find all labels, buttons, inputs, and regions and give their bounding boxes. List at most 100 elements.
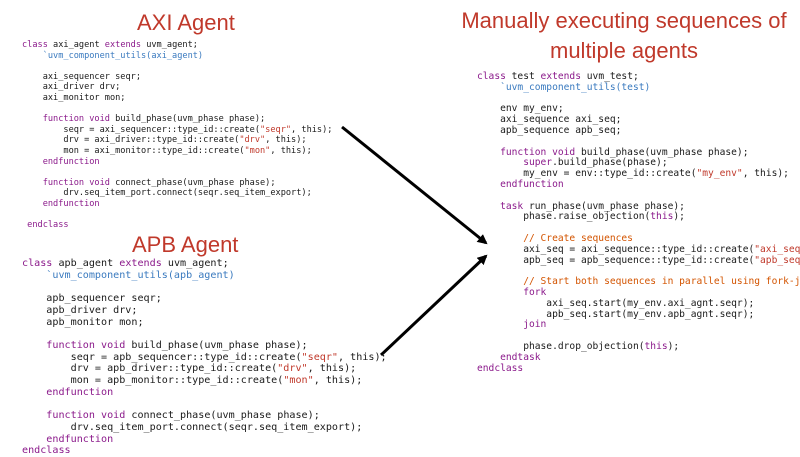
keyword-token: class	[22, 258, 59, 269]
code-line: axi_sequence axi_seq;	[477, 114, 800, 126]
code-line: drv = axi_driver::type_id::create("drv",…	[22, 135, 332, 146]
code-token: apb_seq.start(my_env.apb_agnt.seqr);	[477, 308, 755, 320]
code-line: mon = axi_monitor::type_id::create("mon"…	[22, 146, 332, 157]
test-code: class test extends uvm_test; `uvm_compon…	[477, 71, 800, 375]
code-token: uvm_test;	[586, 71, 639, 82]
test-title-line-2: multiple agents	[550, 38, 698, 63]
code-line: drv.seq_item_port.connect(seqr.seq_item_…	[22, 422, 387, 434]
code-token: connect_phase(uvm_phase phase);	[131, 410, 320, 422]
code-line: apb_driver drv;	[22, 305, 387, 317]
code-token: env my_env;	[477, 103, 564, 115]
code-line: task run_phase(uvm_phase phase);	[477, 200, 800, 213]
code-line: function void build_phase(uvm_phase phas…	[22, 114, 332, 125]
arrow-axi-to-test	[341, 125, 488, 245]
code-line: drv = apb_driver::type_id::create("drv",…	[22, 363, 387, 375]
keyword-token: endtask	[477, 351, 541, 363]
code-line: `uvm_component_utils(apb_agent)	[22, 270, 387, 282]
keyword-token: extends	[540, 71, 587, 82]
code-token: apb_agent	[58, 258, 120, 269]
keyword-token: class	[22, 40, 54, 50]
string-token: "seqr"	[301, 351, 339, 363]
string-token: "mon"	[283, 375, 314, 387]
code-token: , this);	[270, 145, 312, 156]
code-line: apb_sequencer seqr;	[22, 293, 387, 305]
code-line: endfunction	[22, 199, 332, 210]
code-line: axi_seq.start(my_env.axi_agnt.seqr);	[477, 298, 800, 310]
keyword-token: task	[477, 200, 529, 212]
keyword-token: function void	[22, 410, 132, 422]
code-line: endfunction	[22, 434, 387, 446]
arrow-apb-to-test	[379, 254, 488, 357]
code-token: axi_monitor mon;	[22, 92, 126, 103]
code-line: // Start both sequences in parallel usin…	[477, 276, 800, 288]
code-line: // Create sequences	[477, 233, 800, 245]
code-token: test	[511, 71, 541, 82]
code-token: build_phase(uvm_phase phase);	[115, 114, 266, 125]
code-token: apb_sequence apb_seq;	[477, 124, 622, 136]
code-line: phase.raise_objection(this);	[477, 211, 800, 223]
code-token: run_phase(uvm_phase phase);	[528, 200, 685, 212]
keyword-token: endfunction	[22, 156, 100, 167]
code-line: endtask	[477, 351, 800, 364]
code-token: apb_monitor mon;	[22, 316, 144, 328]
code-line: function void connect_phase(uvm_phase ph…	[22, 178, 332, 189]
string-token: "drv"	[239, 135, 266, 146]
code-token: mon = apb_monitor::type_id::create(	[22, 375, 284, 387]
code-token: build_phase(uvm_phase phase);	[580, 146, 749, 158]
keyword-token: endfunction	[477, 178, 564, 190]
code-token: , this);	[338, 351, 387, 363]
code-line: function void connect_phase(uvm_phase ph…	[22, 410, 387, 422]
apb-agent-title: APB Agent	[132, 232, 239, 257]
code-token: );	[673, 211, 685, 223]
code-line: mon = apb_monitor::type_id::create("mon"…	[22, 375, 387, 387]
keyword-token: extends	[104, 40, 147, 50]
code-token: apb_sequencer seqr;	[22, 293, 162, 305]
code-line: fork	[477, 286, 800, 299]
code-line: `uvm_component_utils(axi_agent)	[22, 51, 332, 62]
string-token: "drv"	[277, 363, 308, 375]
code-token: , this);	[742, 168, 789, 180]
keyword-token: endfunction	[22, 433, 114, 445]
code-line: endclass	[22, 220, 332, 231]
keyword-token: function void	[22, 339, 132, 351]
code-token: phase.drop_objection(	[477, 340, 645, 352]
code-token: seqr = apb_sequencer::type_id::create(	[22, 351, 302, 363]
keyword-token: fork	[477, 286, 547, 298]
code-token: uvm_agent;	[146, 40, 198, 50]
code-line: apb_seq = apb_sequence::type_id::create(…	[477, 255, 800, 267]
code-token: axi_driver drv;	[22, 82, 121, 93]
keyword-token: super	[477, 157, 553, 169]
code-token: drv.seq_item_port.connect(seqr.seq_item_…	[22, 188, 312, 199]
string-token: "my_env"	[696, 168, 743, 180]
code-token: drv = axi_driver::type_id::create(	[22, 135, 240, 146]
code-token: axi_seq = axi_sequence::type_id::create(	[477, 243, 755, 255]
macro-token: `uvm_component_utils(test)	[477, 81, 651, 93]
code-token: .build_phase(phase);	[552, 157, 668, 169]
code-line: apb_sequence apb_seq;	[477, 124, 800, 137]
code-token: connect_phase(uvm_phase phase);	[115, 177, 276, 188]
keyword-token: endfunction	[22, 198, 100, 209]
code-line: apb_monitor mon;	[22, 317, 387, 329]
code-token: axi_agent	[53, 40, 105, 50]
code-line: seqr = axi_sequencer::type_id::create("s…	[22, 125, 332, 136]
macro-token: `uvm_component_utils(axi_agent)	[22, 50, 204, 61]
code-line: axi_sequencer seqr;	[22, 72, 332, 83]
code-line: endclass	[477, 362, 800, 375]
code-line: drv.seq_item_port.connect(seqr.seq_item_…	[22, 188, 332, 199]
keyword-token: class	[477, 71, 512, 82]
keyword-token: function void	[22, 114, 116, 125]
string-token: "axi_seq"	[754, 243, 800, 255]
axi-agent-title: AXI Agent	[137, 10, 235, 35]
code-token: drv.seq_item_port.connect(seqr.seq_item_…	[22, 421, 363, 433]
code-token: , this);	[265, 135, 307, 146]
code-token: apb_driver drv;	[22, 304, 138, 316]
code-line: axi_seq = axi_sequence::type_id::create(…	[477, 243, 800, 256]
keyword-token: endclass	[477, 362, 524, 374]
code-line: class apb_agent extends uvm_agent;	[22, 258, 387, 270]
code-line: join	[477, 319, 800, 331]
axi-agent-code: class axi_agent extends uvm_agent; `uvm_…	[22, 40, 332, 231]
code-token: uvm_agent;	[167, 258, 229, 269]
keyword-token: function void	[22, 177, 116, 188]
code-line: function void build_phase(uvm_phase phas…	[22, 340, 387, 352]
